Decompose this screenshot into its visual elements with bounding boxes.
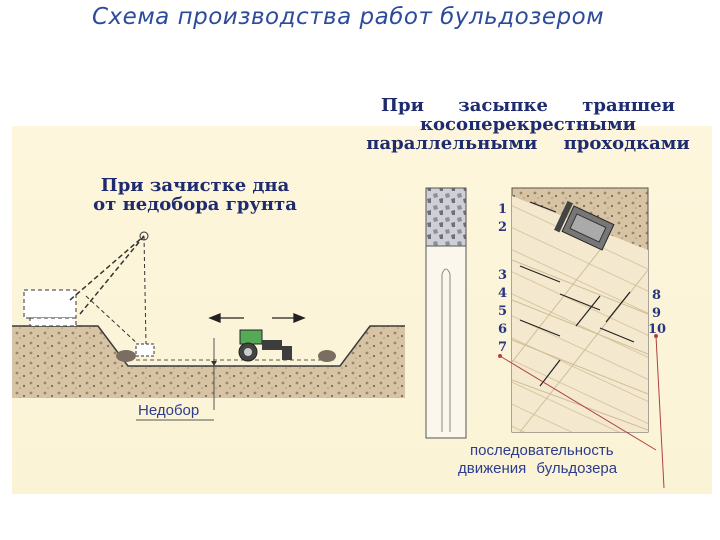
num-1: 1 <box>498 202 508 217</box>
right-heading-line-1: При засыпке траншеи <box>381 95 675 116</box>
trench-section <box>12 325 405 398</box>
num-4: 4 <box>498 286 508 301</box>
left-heading-line-2: от недобора грунта <box>93 194 297 215</box>
num-8: 8 <box>652 288 662 303</box>
right-heading: При засыпке траншеи косоперекрестными па… <box>352 96 704 153</box>
bulldozer-icon <box>238 329 292 362</box>
excavator <box>23 231 155 357</box>
num-9: 9 <box>652 306 662 321</box>
left-heading: При зачистке дна от недобора грунта <box>70 176 320 214</box>
right-heading-line-2: косоперекрестными <box>420 114 636 135</box>
sequence-label-line-2: движения бульдозера <box>458 460 618 477</box>
page-title: Схема производства работ бульдозером <box>92 4 605 30</box>
sequence-label-line-1: последовательность <box>470 442 614 459</box>
sequence-pointers <box>499 335 665 489</box>
fill-plan <box>511 187 649 433</box>
num-10: 10 <box>648 322 667 337</box>
nedobor-label: Недобор <box>138 402 200 419</box>
left-heading-line-1: При зачистке дна <box>100 175 290 196</box>
sequence-label: последовательность движения бульдозера <box>458 442 617 478</box>
right-heading-line-3: параллельными проходками <box>366 133 690 154</box>
num-3: 3 <box>498 268 508 283</box>
num-5: 5 <box>498 304 508 319</box>
num-6: 6 <box>498 322 508 337</box>
move-arrows <box>208 313 306 323</box>
trench-column <box>425 187 467 439</box>
num-7: 7 <box>498 340 508 355</box>
num-2: 2 <box>498 220 508 235</box>
